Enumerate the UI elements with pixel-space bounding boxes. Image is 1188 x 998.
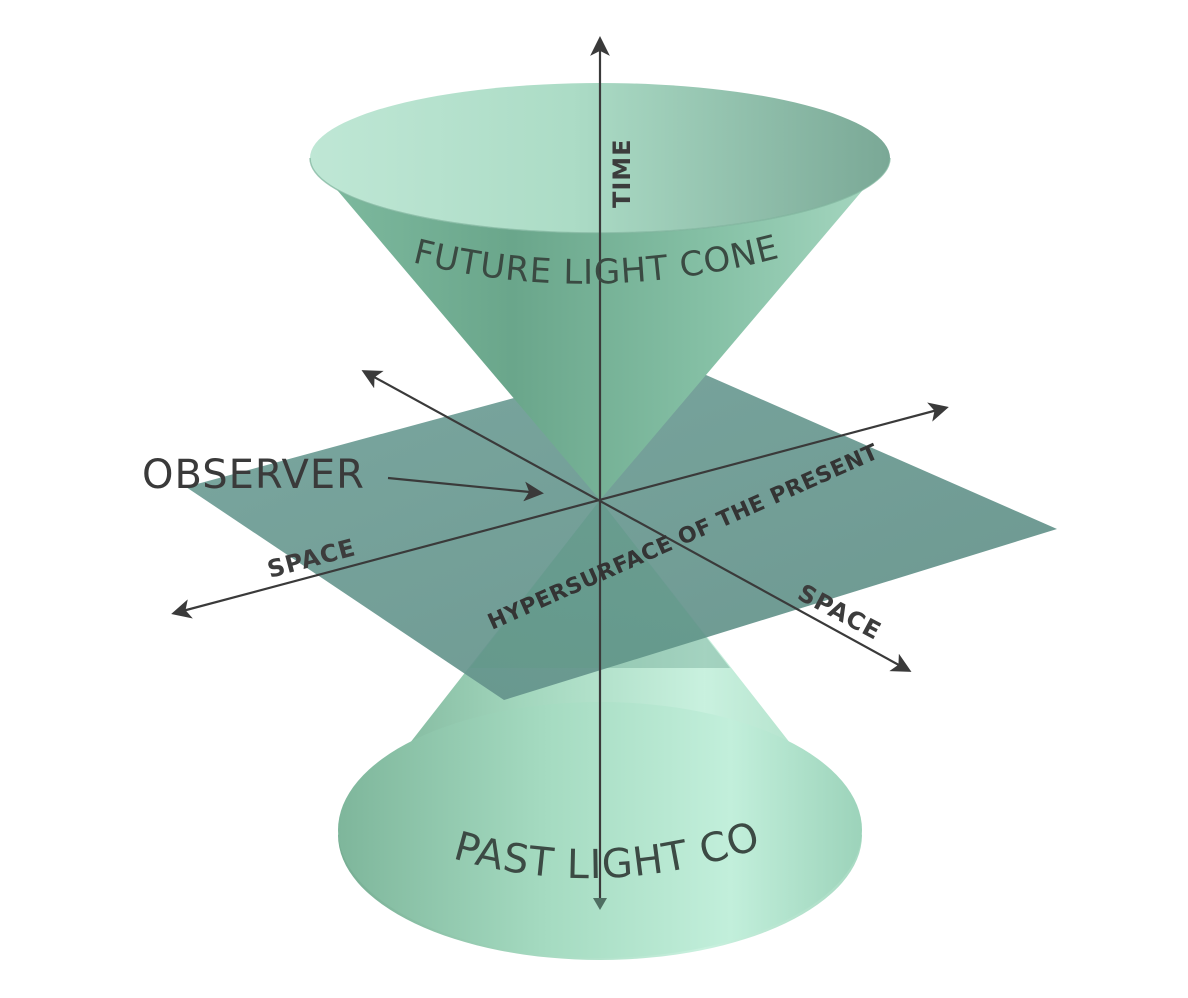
time-label: TIME — [608, 138, 636, 208]
space-axis-b — [361, 370, 912, 672]
observer-label: OBSERVER — [142, 452, 365, 498]
observer-arrow — [387, 476, 544, 502]
